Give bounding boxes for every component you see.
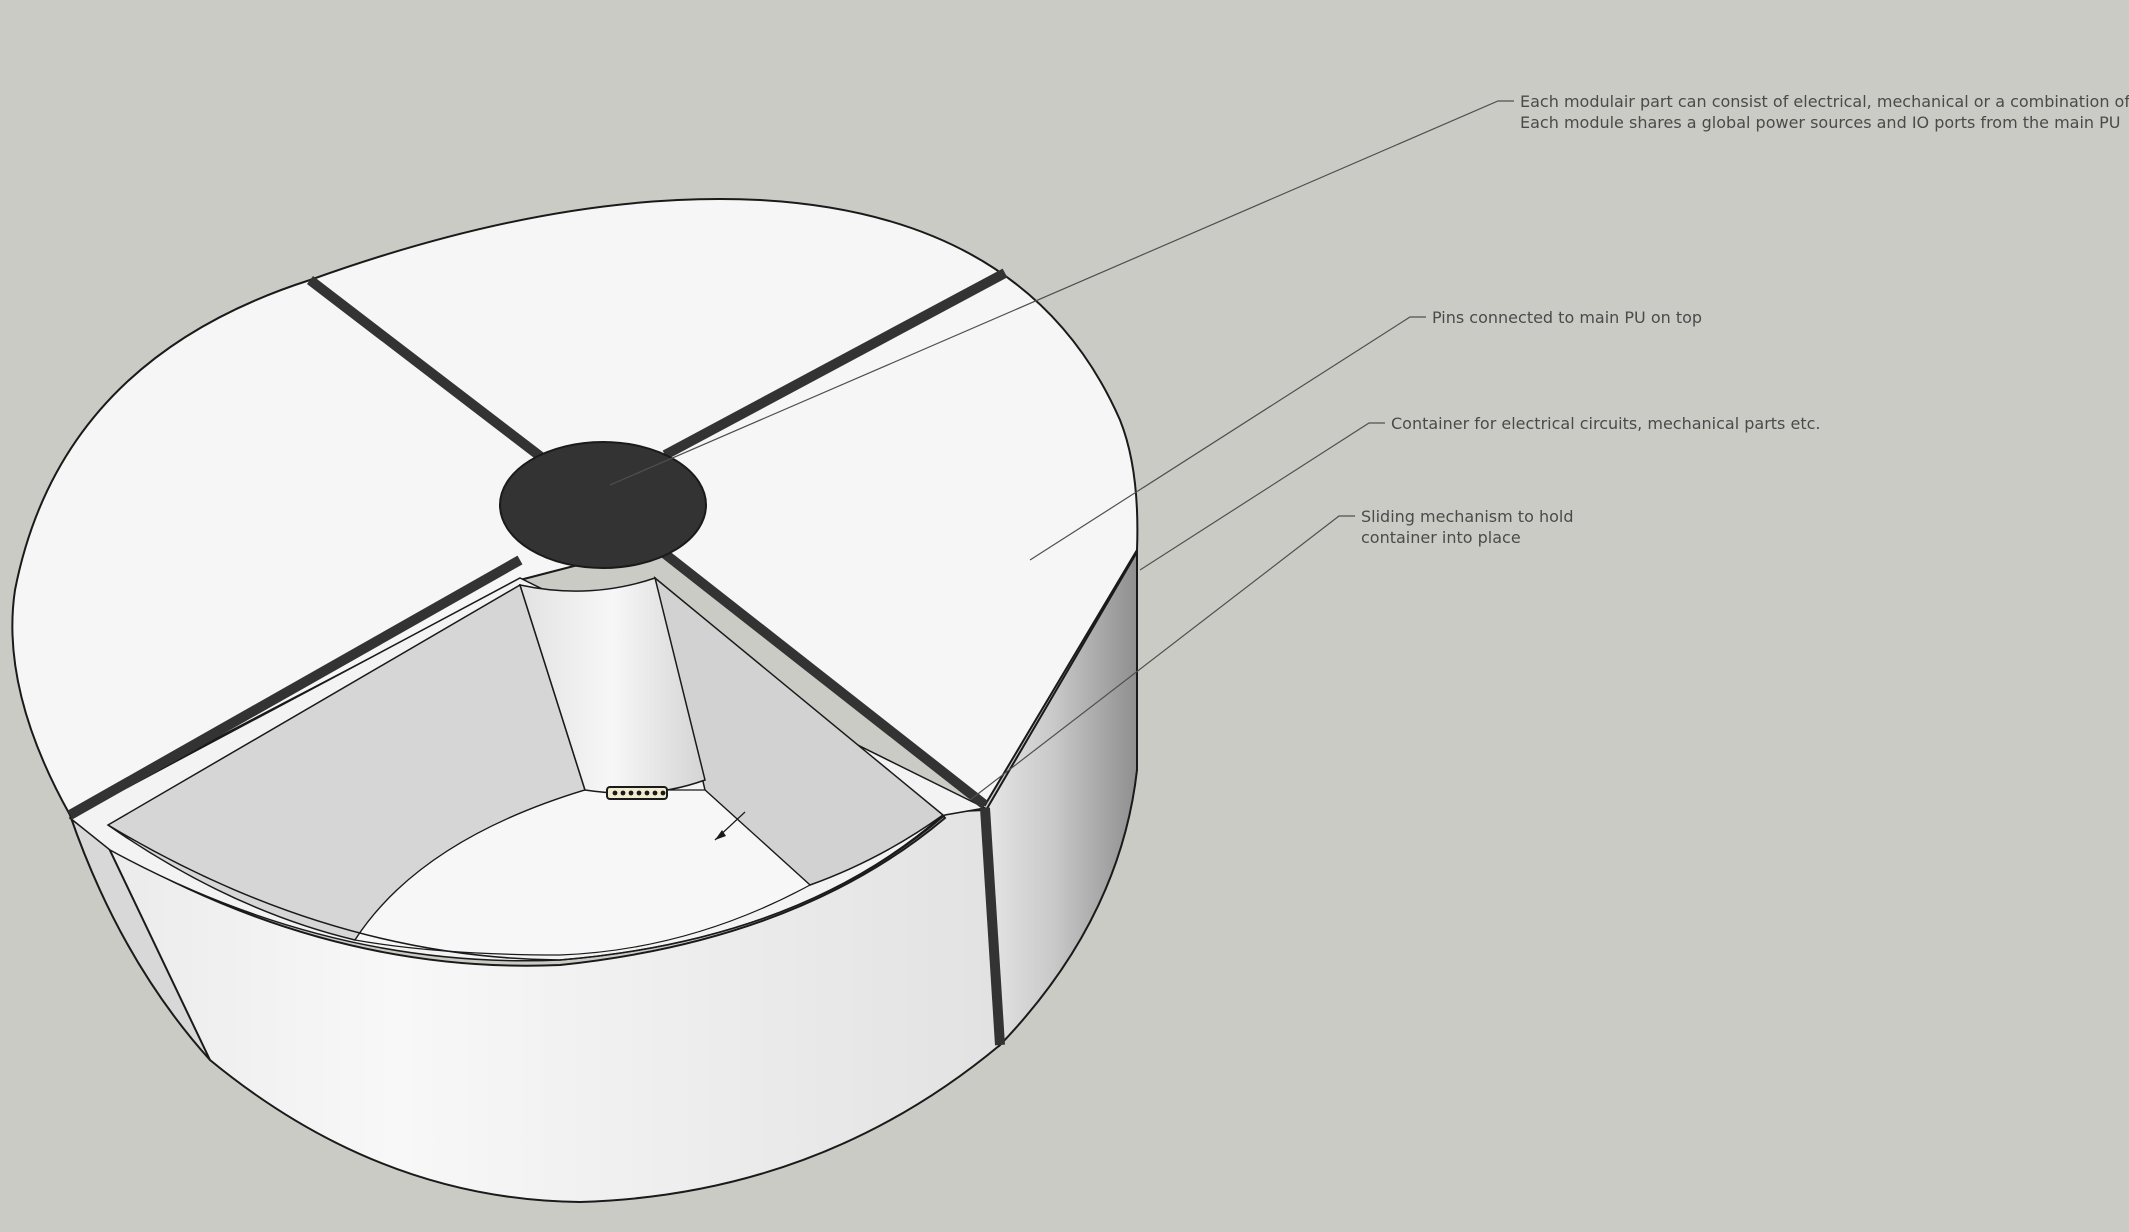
divider-top-left — [306, 276, 549, 464]
annotation-modules-line-1: Each modulair part can consist of electr… — [1520, 92, 2129, 111]
cavity-inner-edge — [107, 814, 944, 961]
annotation-pins: Pins connected to main PU on top — [1432, 308, 1702, 327]
right-side-wall — [983, 548, 1138, 1048]
annotation-container: Container for electrical circuits, mecha… — [1391, 414, 1820, 433]
divider-bottom-right — [656, 546, 989, 809]
annotation-sliding: Sliding mechanism to hold container into… — [1361, 507, 1579, 547]
pin-connector — [606, 786, 668, 800]
annotation-sliding-line-1: Sliding mechanism to hold — [1361, 507, 1573, 526]
module-dividers — [67, 268, 1008, 1046]
leader-sliding — [969, 515, 1355, 801]
container-cavity — [68, 576, 988, 962]
sliding-arrowhead — [715, 830, 726, 840]
leader-pins — [1029, 316, 1426, 561]
leader-modules — [609, 100, 1514, 486]
annotation-modules: Each modulair part can consist of electr… — [1520, 92, 2129, 132]
leader-container — [1139, 422, 1385, 571]
main-pu-hub — [499, 441, 707, 569]
annotation-pins-line-1: Pins connected to main PU on top — [1432, 308, 1702, 327]
cavity-floor — [354, 789, 812, 956]
divider-top-right — [662, 268, 1008, 460]
annotation-modules-line-2: Each module shares a global power source… — [1520, 113, 2121, 132]
leader-lines — [609, 100, 1514, 801]
left-side-wall — [68, 813, 211, 1061]
annotation-container-line-1: Container for electrical circuits, mecha… — [1391, 414, 1820, 433]
divider-bottom-left — [67, 555, 523, 820]
divider-front-seam — [980, 807, 1005, 1046]
annotation-sliding-line-2: container into place — [1361, 528, 1521, 547]
annotations: Each modulair part can consist of electr… — [1361, 92, 2129, 547]
